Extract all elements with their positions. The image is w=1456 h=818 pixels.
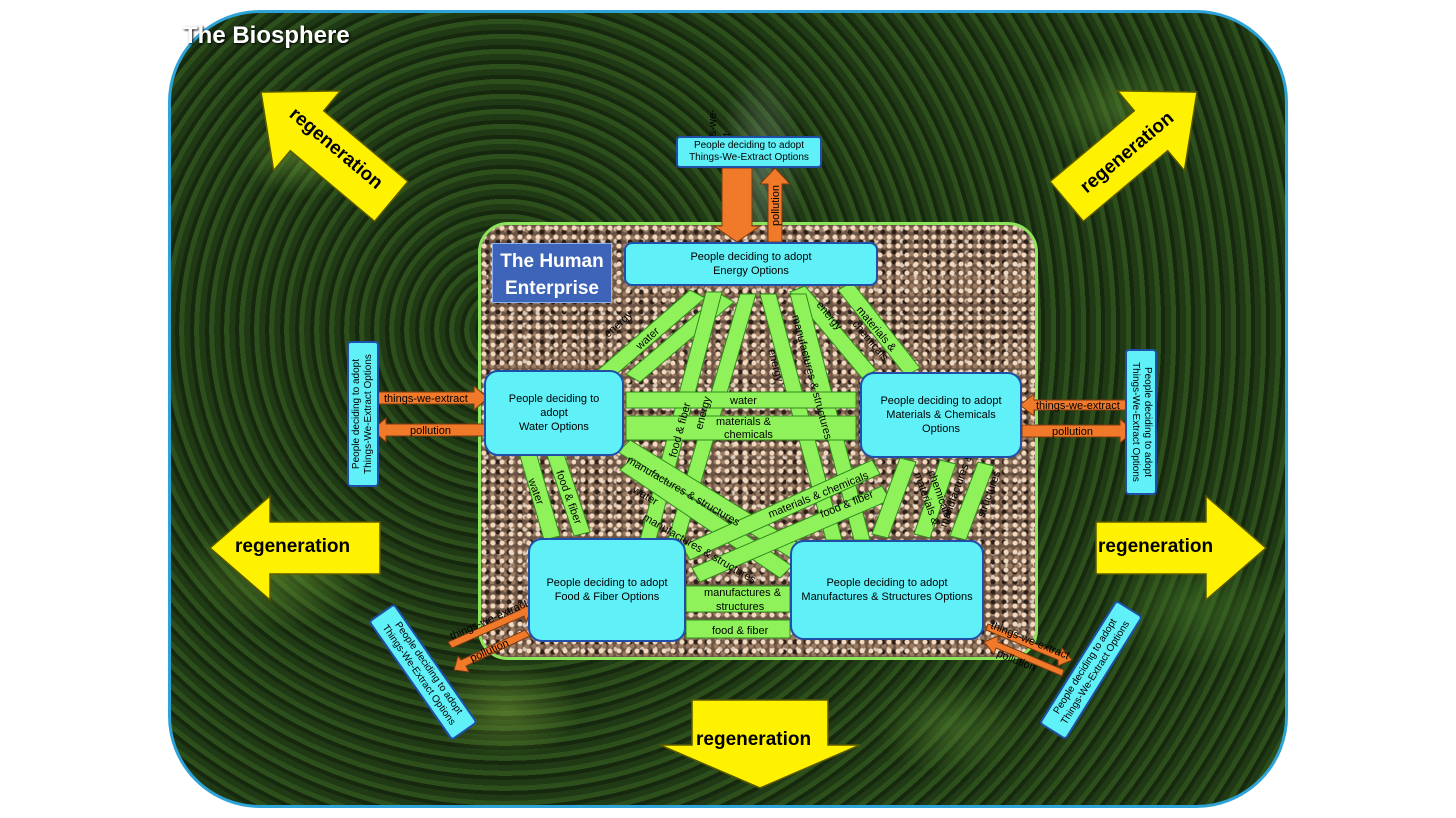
flow-food-to-materials [691,485,891,583]
arrow-things-we-extract-right [1019,392,1131,418]
things-we-extract-box-left: People deciding to adopt Things-We-Extra… [347,341,379,487]
arrow-pollution-bottom-left [453,629,531,673]
arrow-pollution-top [758,167,792,243]
flow-water-to-materials [625,391,857,409]
regeneration-arrow-top-left [260,90,410,223]
regeneration-arrow-left [208,494,381,602]
manufactures-structures-options-box: People deciding to adopt Manufactures & … [790,540,984,640]
things-we-extract-label-left: People deciding to adopt Things-We-Extra… [351,354,374,474]
food-fiber-options-label: People deciding to adopt Food & Fiber Op… [546,577,668,603]
label-materials-water-2: chemicals [724,429,773,441]
label-pollution-top: pollution [770,185,782,226]
biosphere-title: The Biosphere [183,22,350,49]
label-energy-water-1: energy [602,308,635,340]
flow-materials-to-manufactures [871,457,917,539]
regeneration-label-left: regeneration [235,536,351,557]
label-food-manufactures: food & fiber [712,625,769,637]
materials-chemicals-options-box: People deciding to adopt Materials & Che… [860,372,1022,458]
label-things-we-extract-left: things-we-extract [384,393,468,405]
regeneration-arrow-right [1095,494,1268,602]
flow-food-to-manufactures [685,619,791,639]
label-manufactures-food-1: manufactures & [704,587,782,599]
arrow-pollution-bottom-right [983,635,1065,677]
label-pollution-bottom-left: pollution [468,637,510,665]
arrow-things-we-extract-bottom-right [985,623,1073,667]
materials-chemicals-options-label: People deciding to adopt Materials & Che… [880,395,1002,435]
flow-manufactures-to-materials [913,459,957,539]
things-we-extract-label-top: People deciding to adopt Things-We-Extra… [689,140,809,163]
regeneration-arrow-bottom [659,699,861,789]
arrow-things-we-extract-left [374,384,489,412]
food-fiber-options-box: People deciding to adopt Food & Fiber Op… [528,538,686,642]
arrow-things-we-extract-top [712,167,762,243]
things-we-extract-box-right: People deciding to adopt Things-We-Extra… [1125,349,1157,495]
regeneration-arrow-top-right [1048,90,1198,223]
label-manufactures-food-2: structures [716,601,765,613]
energy-options-label: People deciding to adopt Energy Options [690,251,812,277]
label-pollution-right: pollution [1052,426,1093,438]
manufactures-structures-options-label: People deciding to adopt Manufactures & … [801,577,973,603]
things-we-extract-label-right: People deciding to adopt Things-We-Extra… [1130,362,1153,482]
things-we-extract-box-top: People deciding to adopt Things-We-Extra… [676,136,822,168]
regeneration-label-right: regeneration [1098,536,1214,557]
label-materials-water-1: materials & [716,416,772,428]
label-pollution-left: pollution [410,425,451,437]
arrow-pollution-left [371,416,489,444]
water-options-label: People deciding to adopt Water Options [508,393,600,433]
enterprise-title-line2: Enterprise [505,278,599,299]
flow-materials-to-water [625,415,857,441]
water-options-box: People deciding to adopt Water Options [484,370,624,456]
label-water-materials: water [729,395,757,407]
regeneration-label-bottom: regeneration [696,729,812,750]
energy-options-box: People deciding to adopt Energy Options [624,242,878,286]
human-enterprise-title: The Human Enterprise [492,243,612,303]
enterprise-title-line1: The Human [500,251,604,272]
flow-energy-to-materials [789,285,877,379]
label-things-we-extract-right: things-we-extract [1036,400,1120,412]
